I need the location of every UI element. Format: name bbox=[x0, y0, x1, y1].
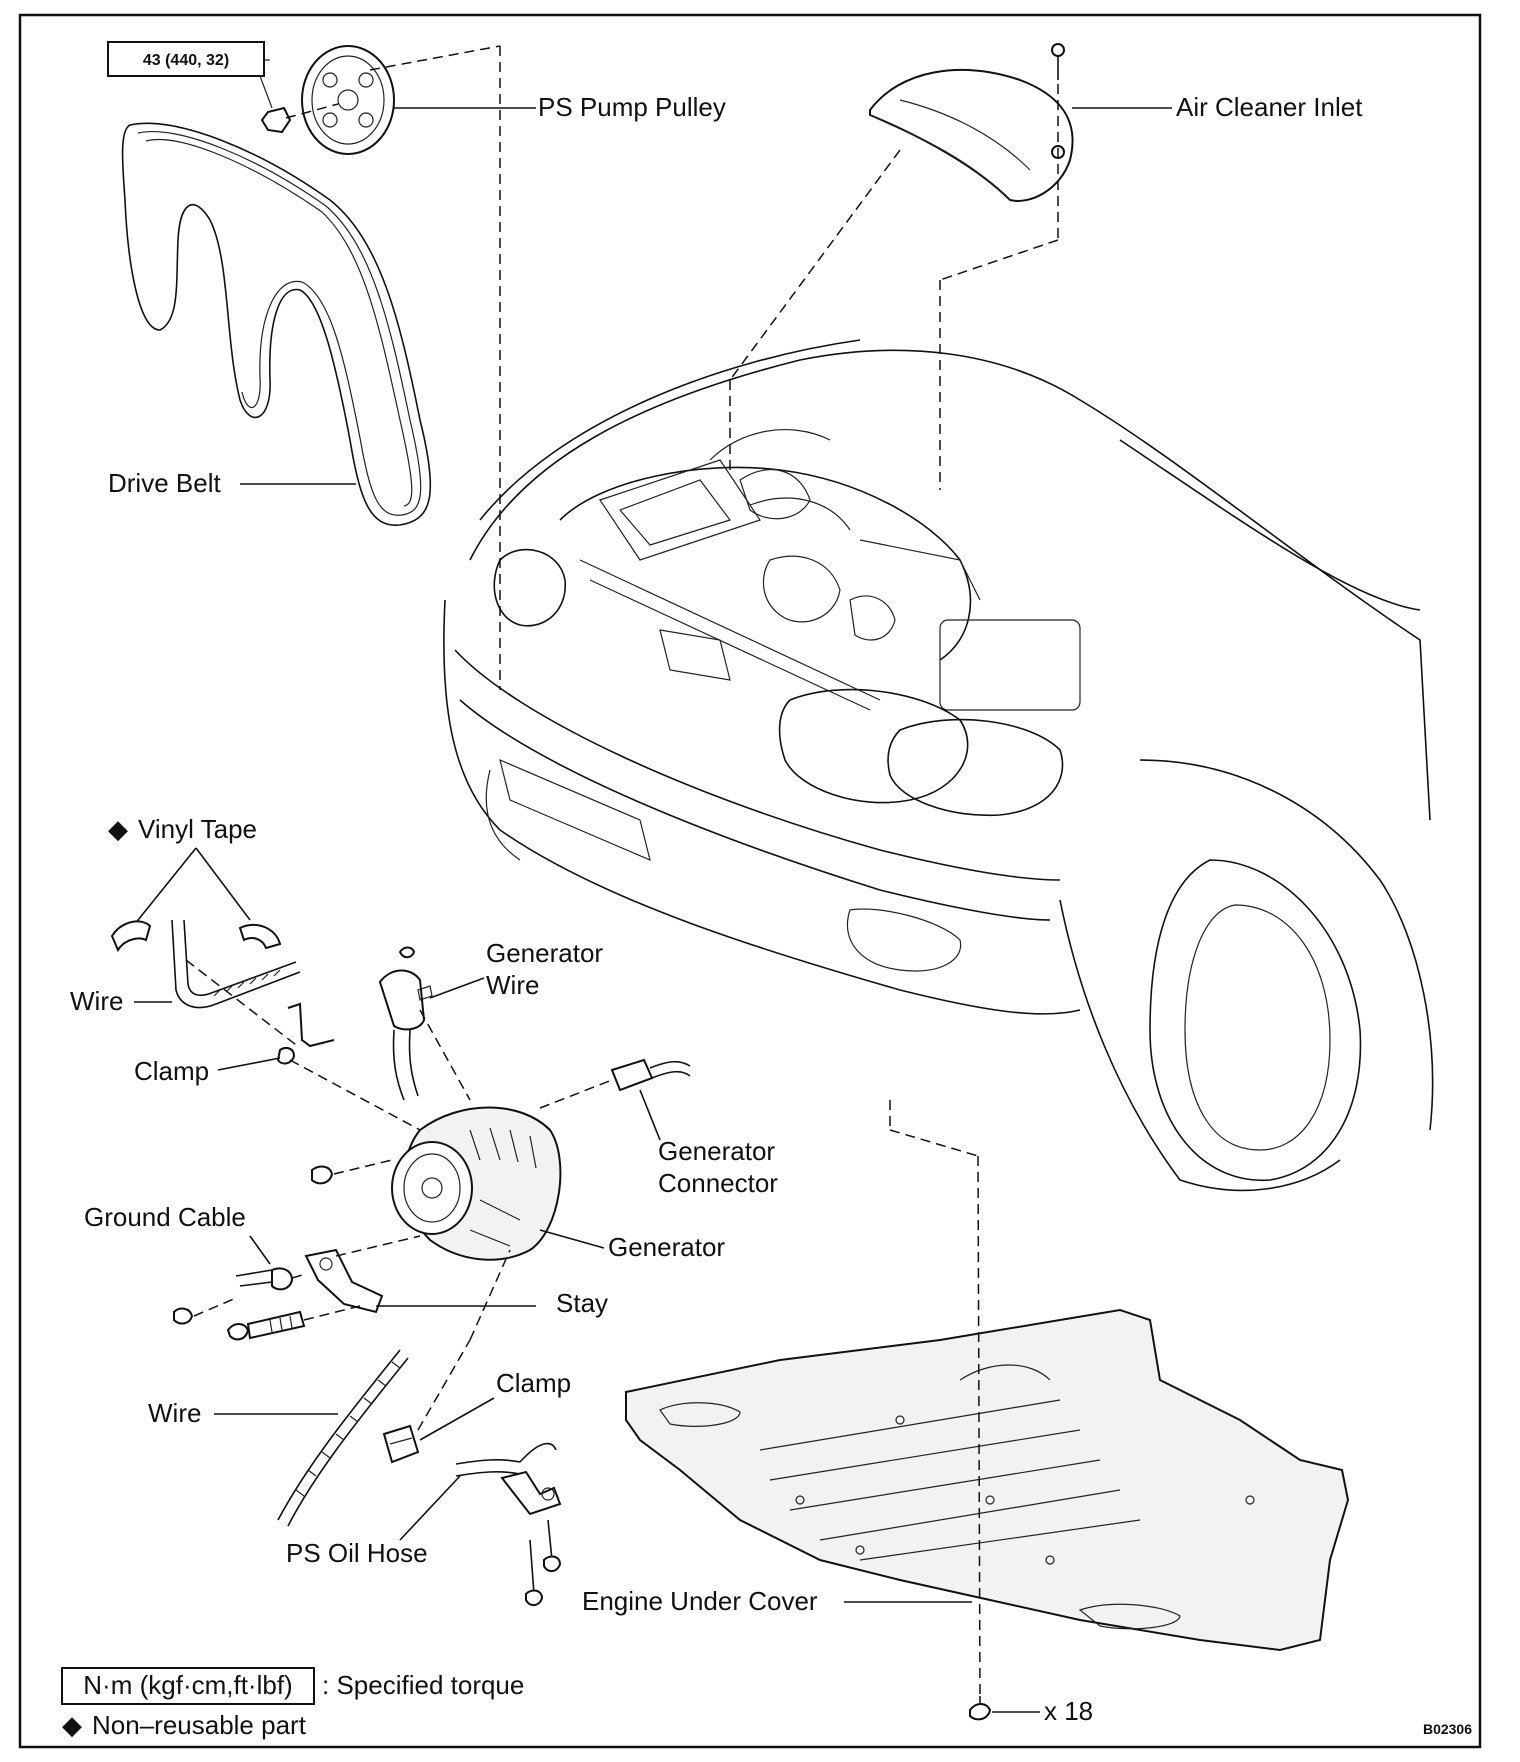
wire-part-bottom bbox=[277, 1349, 409, 1527]
drive-belt-label: Drive Belt bbox=[108, 468, 221, 498]
generator-icon bbox=[391, 1106, 562, 1261]
ps-oil-hose-label: PS Oil Hose bbox=[286, 1538, 428, 1568]
nut-icon bbox=[173, 1307, 194, 1325]
under-cover-icon bbox=[625, 1308, 1350, 1652]
bolt-icon bbox=[226, 1310, 306, 1341]
clamp-top-label: Clamp bbox=[134, 1056, 209, 1086]
torque-spec-box: 43 (440, 32) bbox=[107, 41, 273, 109]
ground-cable-part bbox=[235, 1267, 294, 1291]
bolt-icon bbox=[969, 1696, 992, 1721]
air-cleaner-inlet-label: Air Cleaner Inlet bbox=[1176, 92, 1363, 122]
generator-wire-label-2: Wire bbox=[486, 970, 539, 1000]
diamond-icon: ◆ bbox=[62, 1710, 82, 1740]
wire-bottom-label: Wire bbox=[148, 1398, 201, 1428]
torque-value: 43 (440, 32) bbox=[143, 52, 229, 69]
air-cleaner-inlet-part bbox=[869, 69, 1074, 202]
generator-label: Generator bbox=[608, 1232, 725, 1262]
belt-icon bbox=[121, 122, 432, 526]
generator-connector-label-1: Generator bbox=[658, 1136, 775, 1166]
clamp-part-bottom bbox=[382, 1424, 420, 1464]
bolt-count-label: x 18 bbox=[1044, 1696, 1093, 1726]
legend-torque-desc: : Specified torque bbox=[322, 1670, 524, 1700]
stay-part bbox=[304, 1248, 384, 1314]
ps-pump-pulley-label: PS Pump Pulley bbox=[538, 92, 726, 122]
ground-cable-label: Ground Cable bbox=[84, 1202, 246, 1232]
wire-part-top bbox=[171, 919, 301, 1009]
clamp-bottom-label: Clamp bbox=[496, 1368, 571, 1398]
engine-under-cover-label: Engine Under Cover bbox=[582, 1586, 818, 1616]
figure-code: B02306 bbox=[1423, 1721, 1472, 1737]
vinyl-tape-label: Vinyl Tape bbox=[138, 814, 257, 844]
clamp-part-top bbox=[276, 1002, 335, 1065]
nut-icon bbox=[260, 106, 292, 134]
legend: N·m (kgf·cm,ft·lbf) : Specified torque ◆… bbox=[61, 1667, 524, 1740]
wire-top-label: Wire bbox=[70, 986, 123, 1016]
bolt-icon bbox=[525, 1519, 562, 1606]
pulley-icon bbox=[285, 45, 501, 690]
generator-wire-part bbox=[378, 946, 433, 1101]
generator-wire-label-1: Generator bbox=[486, 938, 603, 968]
legend-non-reusable: Non–reusable part bbox=[92, 1710, 307, 1740]
diagram-frame bbox=[18, 13, 1482, 1749]
diamond-icon: ◆ bbox=[108, 814, 128, 844]
car-icon bbox=[443, 339, 1434, 1192]
generator-connector-label-2: Connector bbox=[658, 1168, 778, 1198]
stay-label: Stay bbox=[556, 1288, 608, 1318]
generator-connector-part bbox=[610, 1058, 691, 1092]
legend-torque-unit: N·m (kgf·cm,ft·lbf) bbox=[83, 1670, 292, 1700]
ps-oil-hose-part bbox=[455, 1442, 562, 1516]
